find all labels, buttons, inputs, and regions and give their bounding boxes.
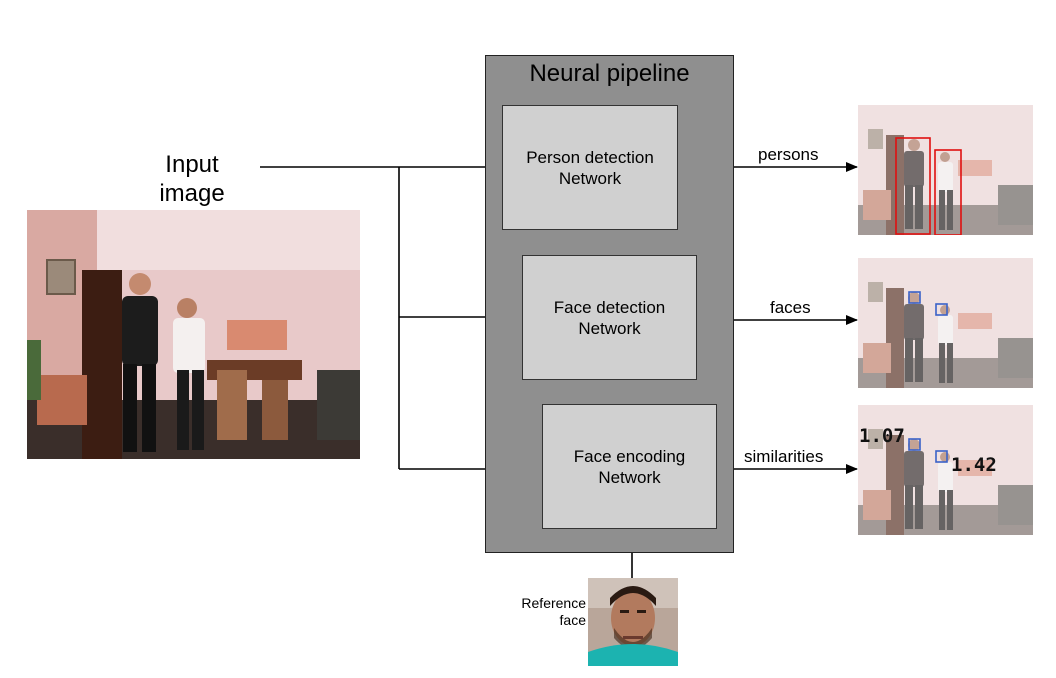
face-bounding-box (908, 438, 921, 451)
input-image-photo (27, 210, 360, 459)
similarity-score: 1.42 (951, 454, 997, 476)
face-bounding-box (908, 291, 921, 304)
network-label: Network (598, 467, 661, 487)
faces-output-image (858, 258, 1033, 388)
face-detection-network: Face detection Network (522, 255, 697, 380)
faces-label: faces (770, 298, 811, 317)
persons-label: persons (758, 145, 819, 164)
similarities-output-image: 1.07 1.42 (858, 405, 1033, 535)
network-label: Face detection (553, 297, 666, 317)
person-detection-network: Person detection Network (502, 105, 678, 230)
network-label: Face encoding (573, 446, 686, 466)
similarities-label: similarities (744, 447, 824, 466)
face-bounding-box (935, 303, 948, 316)
pipeline-title: Neural pipeline (529, 60, 690, 87)
input-image-title: Input image (140, 150, 244, 208)
reference-label-line2: face (559, 612, 586, 628)
network-label: Person detection (526, 147, 654, 167)
face-bounding-box (935, 450, 948, 463)
input-title-line1: Input (165, 151, 219, 178)
network-label: Network (558, 168, 622, 188)
input-title-line2: image (159, 180, 225, 207)
person-bounding-box (934, 149, 962, 235)
network-label: Network (578, 318, 641, 338)
face-encoding-network: Face encoding Network (542, 404, 717, 529)
persons-output-image (858, 105, 1033, 235)
person-bounding-box (895, 137, 931, 235)
reference-face-label: Reference face (521, 595, 586, 629)
reference-face-photo (588, 578, 678, 666)
similarity-score: 1.07 (859, 425, 905, 447)
reference-label-line1: Reference (521, 595, 586, 611)
